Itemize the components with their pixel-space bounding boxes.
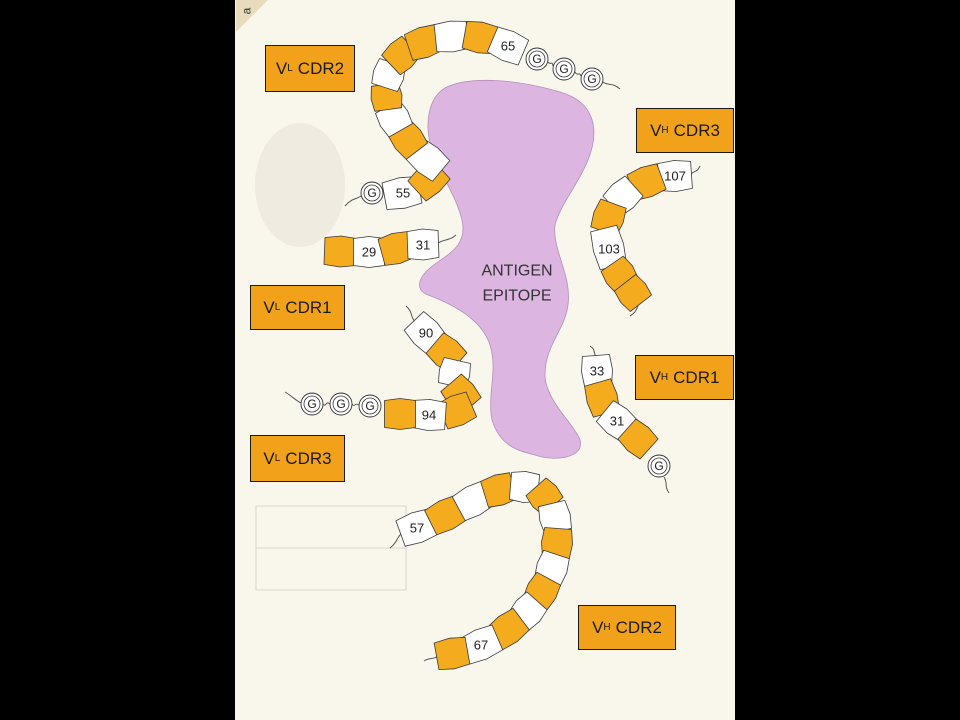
contact-residue-segment: [436, 391, 478, 430]
glycine-label: G: [336, 397, 345, 411]
contact-residue-segment: [614, 274, 652, 312]
panel-corner-tab: [236, 0, 268, 32]
glycine-residue: G: [580, 67, 604, 91]
label-cdr: CDR3: [285, 448, 332, 468]
glycine-label: G: [532, 52, 541, 66]
residue-number: 29: [362, 245, 376, 260]
label-v: V: [263, 448, 275, 468]
glycine-residue: G: [360, 181, 384, 205]
antigen-epitope-shape: [419, 79, 595, 459]
residue-number: 55: [396, 186, 410, 201]
label-v: V: [650, 120, 662, 140]
glycine-residue: G: [300, 392, 324, 416]
glycine-residue: G: [552, 57, 576, 81]
chain-vl-cdr3: [384, 311, 482, 431]
residue-number: 31: [610, 414, 624, 429]
label-chain: L: [274, 302, 281, 313]
label-v: V: [275, 58, 288, 78]
glycine-label: G: [367, 186, 376, 200]
residue-segment: [538, 499, 572, 535]
glycine-residue: G: [525, 47, 549, 71]
label-chain: H: [603, 622, 611, 633]
glycine-label: G: [307, 397, 316, 411]
background-ghost-table: [255, 505, 407, 591]
contact-residue-segment: [384, 398, 416, 430]
label-cdr: CDR2: [615, 617, 662, 637]
label-v: V: [263, 297, 275, 317]
chain-vh-cdr1: [581, 354, 659, 460]
residue-segment: [406, 228, 440, 261]
background-ghost-shape: [255, 123, 345, 247]
glycine-residue: G: [647, 454, 671, 478]
residue-number: 67: [474, 638, 488, 653]
residue-number: 107: [664, 169, 686, 184]
residue-number: 94: [422, 408, 436, 423]
chain-vh-cdr3: [590, 160, 693, 312]
chain-vh-cdr2: [395, 471, 573, 670]
label-v: V: [592, 617, 604, 637]
chain-vl-cdr2: [370, 20, 530, 210]
glycine-label: G: [654, 459, 663, 473]
antigen-label-line2: EPITOPE: [482, 288, 551, 305]
contact-residue-segment: [617, 418, 659, 460]
label-chain: H: [660, 372, 669, 383]
label-cdr: CDR2: [297, 58, 345, 78]
residue-number: 31: [416, 238, 430, 253]
residue-number: 57: [410, 521, 424, 536]
label-cdr: CDR1: [285, 297, 332, 317]
antigen-label-line1: ANTIGEN: [481, 263, 552, 280]
label-cdr: CDR1: [673, 367, 720, 387]
glycine-label: G: [587, 72, 596, 86]
label-v: V: [649, 367, 661, 387]
label-chain: L: [287, 63, 293, 74]
label-chain: L: [274, 453, 281, 464]
glycine-label: G: [365, 399, 374, 413]
glycine-residue: G: [329, 392, 353, 416]
residue-number: 65: [501, 39, 515, 54]
chain-vl-cdr1: [323, 228, 440, 268]
residue-number: 33: [590, 364, 604, 379]
contact-residue-segment: [480, 472, 518, 508]
residue-number: 90: [419, 326, 433, 341]
label-chain: H: [661, 125, 669, 136]
contact-residue-segment: [525, 477, 564, 516]
residue-segment: [433, 20, 470, 53]
glycine-label: G: [559, 62, 568, 76]
contact-residue-segment: [433, 637, 471, 670]
glycine-residue: G: [358, 394, 382, 418]
residue-segment: [486, 26, 530, 66]
residue-number: 103: [598, 242, 620, 257]
label-cdr: CDR3: [673, 120, 720, 140]
residue-segments: [323, 20, 693, 670]
contact-residue-segment: [323, 235, 358, 268]
